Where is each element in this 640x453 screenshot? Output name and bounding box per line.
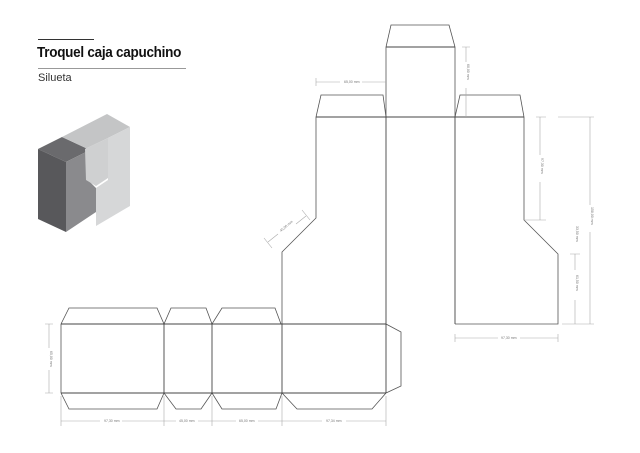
dieline-cut bbox=[60, 24, 559, 410]
title-rule-top bbox=[38, 39, 94, 40]
page-title: Troquel caja capuchino bbox=[37, 44, 182, 61]
page-subtitle: Silueta bbox=[38, 72, 72, 84]
dim-strip-4: 97,34 mm bbox=[326, 419, 342, 423]
dim-strip-2: 45,00 mm bbox=[179, 419, 195, 423]
dim-diagonal-left: 45,00 mm bbox=[279, 220, 294, 233]
dim-strip-1: 97,30 mm bbox=[104, 419, 120, 423]
dim-strip-height: 65,00 mm bbox=[49, 351, 53, 367]
dim-right-lower: 61,50 mm bbox=[575, 275, 579, 291]
dim-top-width: 65,00 mm bbox=[344, 80, 360, 84]
dimension-lines: 65,00 mm 60,00 mm 97,30 mm 158,00 mm 33,… bbox=[45, 46, 594, 426]
dim-right-bottom-width: 97,30 mm bbox=[501, 336, 517, 340]
dim-top-flap-height: 60,00 mm bbox=[466, 64, 470, 80]
dieline-fold bbox=[61, 46, 524, 394]
dim-right-total: 158,00 mm bbox=[590, 207, 594, 225]
dim-right-diagonal: 33,50 mm bbox=[575, 226, 579, 242]
title-rule bbox=[38, 68, 186, 69]
dim-right-upper: 97,30 mm bbox=[540, 158, 544, 174]
box-3d-preview bbox=[38, 114, 130, 232]
dim-strip-3: 65,00 mm bbox=[239, 419, 255, 423]
